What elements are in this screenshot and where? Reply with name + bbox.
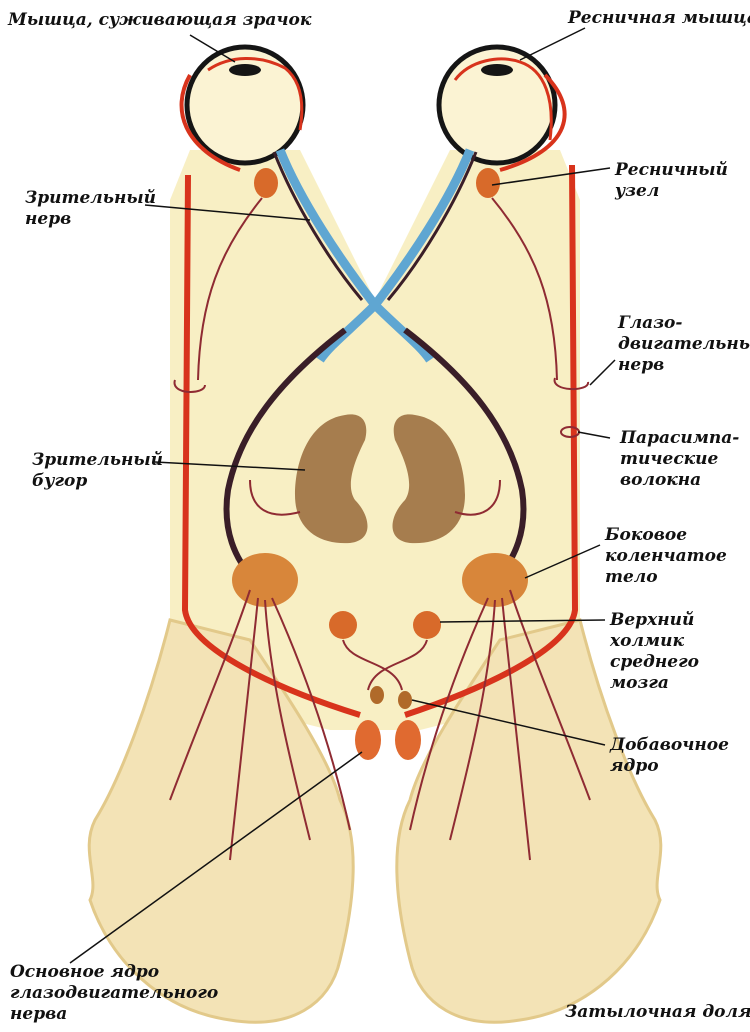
right-accessory-nucleus (398, 691, 412, 709)
label-superior-colliculus-line3: среднего (610, 652, 699, 673)
label-ciliary-ganglion-line2: узел (615, 181, 728, 202)
label-parasympathetic-fibers: Парасимпа- тические волокна (620, 428, 739, 491)
label-accessory-nucleus-line1: Добавочное (610, 735, 729, 756)
leader-oculomotor-nerve (590, 360, 615, 385)
label-occipital-lobe: Затылочная доля (565, 1002, 750, 1023)
label-lateral-geniculate-line1: Боковое (605, 525, 727, 546)
right-main-oculomotor-nucleus (395, 720, 421, 760)
right-lateral-geniculate (462, 553, 528, 607)
leader-ciliary-muscle (520, 28, 585, 60)
label-oculomotor-nerve-line2: двигательный (618, 334, 750, 355)
label-parasympathetic-line2: тические (620, 449, 739, 470)
label-superior-colliculus: Верхний холмик среднего мозга (610, 610, 699, 694)
right-pupil (481, 64, 513, 76)
left-pupil (229, 64, 261, 76)
label-main-nucleus-line2: глазодвигательного (10, 983, 218, 1004)
label-accessory-nucleus: Добавочное ядро (610, 735, 729, 777)
label-oculomotor-nerve: Глазо- двигательный нерв (618, 313, 750, 376)
left-lateral-geniculate (232, 553, 298, 607)
label-pupil-sphincter-text: Мышца, суживающая зрачок (8, 10, 311, 31)
label-pupil-sphincter: Мышца, суживающая зрачок (8, 10, 311, 31)
label-ciliary-ganglion: Ресничный узел (615, 160, 728, 202)
label-ciliary-ganglion-line1: Ресничный (615, 160, 728, 181)
label-optic-nerve: Зрительный нерв (25, 188, 156, 230)
right-superior-colliculus (413, 611, 441, 639)
label-optic-nerve-line1: Зрительный (25, 188, 156, 209)
label-lateral-geniculate: Боковое коленчатое тело (605, 525, 727, 588)
left-accessory-nucleus (370, 686, 384, 704)
label-optic-nerve-line2: нерв (25, 209, 156, 230)
leader-parasympathetic (578, 432, 610, 438)
label-lateral-geniculate-line3: тело (605, 567, 727, 588)
label-thalamus-line2: бугор (32, 471, 163, 492)
label-superior-colliculus-line1: Верхний (610, 610, 699, 631)
label-thalamus: Зрительный бугор (32, 450, 163, 492)
label-accessory-nucleus-line2: ядро (610, 756, 729, 777)
label-main-nucleus-line1: Основное ядро (10, 962, 218, 983)
left-ciliary-ganglion (254, 168, 278, 198)
label-superior-colliculus-line2: холмик (610, 631, 699, 652)
label-main-nucleus-line3: нерва (10, 1004, 218, 1025)
left-superior-colliculus (329, 611, 357, 639)
label-occipital-lobe-text: Затылочная доля (565, 1002, 750, 1023)
label-ciliary-muscle: Ресничная мышца (568, 8, 750, 29)
label-oculomotor-nerve-line1: Глазо- (618, 313, 750, 334)
label-parasympathetic-line1: Парасимпа- (620, 428, 739, 449)
label-lateral-geniculate-line2: коленчатое (605, 546, 727, 567)
label-superior-colliculus-line4: мозга (610, 673, 699, 694)
label-parasympathetic-line3: волокна (620, 470, 739, 491)
label-thalamus-line1: Зрительный (32, 450, 163, 471)
label-oculomotor-nerve-line3: нерв (618, 355, 750, 376)
label-main-nucleus: Основное ядро глазодвигательного нерва (10, 962, 218, 1025)
label-ciliary-muscle-text: Ресничная мышца (568, 8, 750, 29)
right-ciliary-ganglion (476, 168, 500, 198)
